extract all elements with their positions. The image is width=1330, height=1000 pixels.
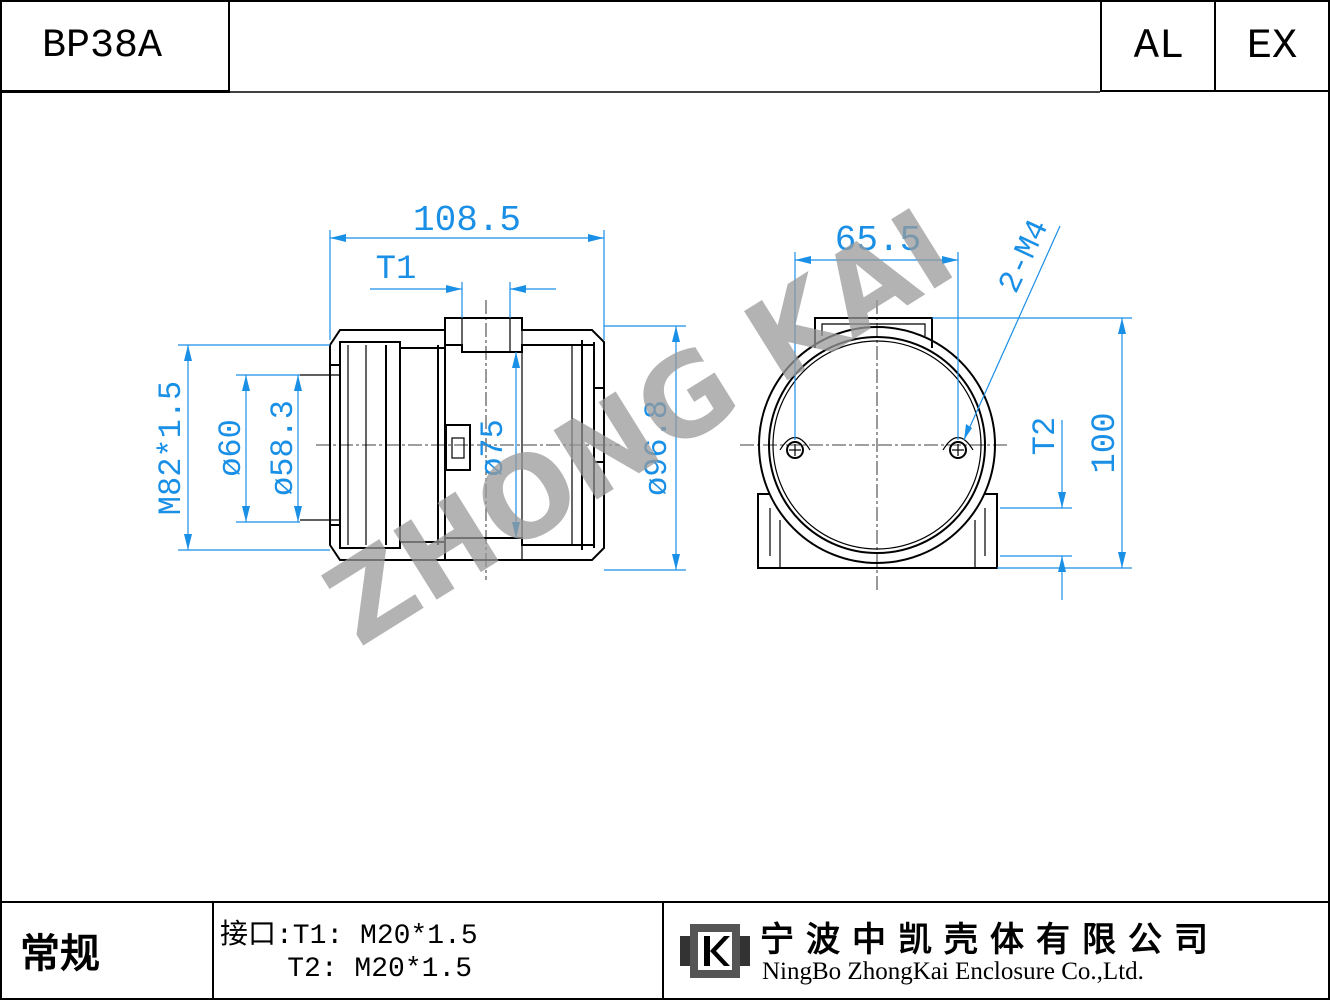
dim-length-label: 108.5 <box>413 200 521 241</box>
dim-dia75-label: ø75 <box>475 419 512 477</box>
front-view <box>740 300 1010 590</box>
dim-dia58-label: ø58.3 <box>265 400 302 496</box>
dim-t2-label: T2 <box>1027 417 1064 455</box>
front-view-dimensions <box>794 225 1132 600</box>
category-label: 常规 <box>2 902 214 998</box>
dim-thread-label: M82*1.5 <box>153 381 190 515</box>
ports-spec: 接口:T1: M20*1.5 T2: M20*1.5 <box>214 902 664 998</box>
material-code: AL <box>1100 2 1216 92</box>
dim-t1-label: T1 <box>376 251 417 289</box>
company-name-cn: 宁波中凯壳体有限公司 <box>760 920 1220 960</box>
side-section-view <box>300 300 620 580</box>
company-block: 宁波中凯壳体有限公司 NingBo ZhongKai Enclosure Co.… <box>664 902 1328 998</box>
dim-dia96-label: ø96.8 <box>639 400 676 496</box>
dim-width-label: 65.5 <box>835 220 921 261</box>
side-view-dimensions <box>178 230 686 571</box>
ports-line-2: T2: M20*1.5 <box>220 954 473 985</box>
dim-height-label: 100 <box>1087 412 1125 473</box>
model-number: BP38A <box>2 2 230 92</box>
dim-screws-label: 2-M4 <box>991 214 1057 299</box>
company-name-en: NingBo ZhongKai Enclosure Co.,Ltd. <box>762 958 1144 985</box>
company-logo-icon <box>680 924 750 978</box>
rating-code: EX <box>1214 2 1328 92</box>
dim-dia60-label: ø60 <box>213 419 250 477</box>
ports-line-1: 接口:T1: M20*1.5 <box>220 921 478 952</box>
